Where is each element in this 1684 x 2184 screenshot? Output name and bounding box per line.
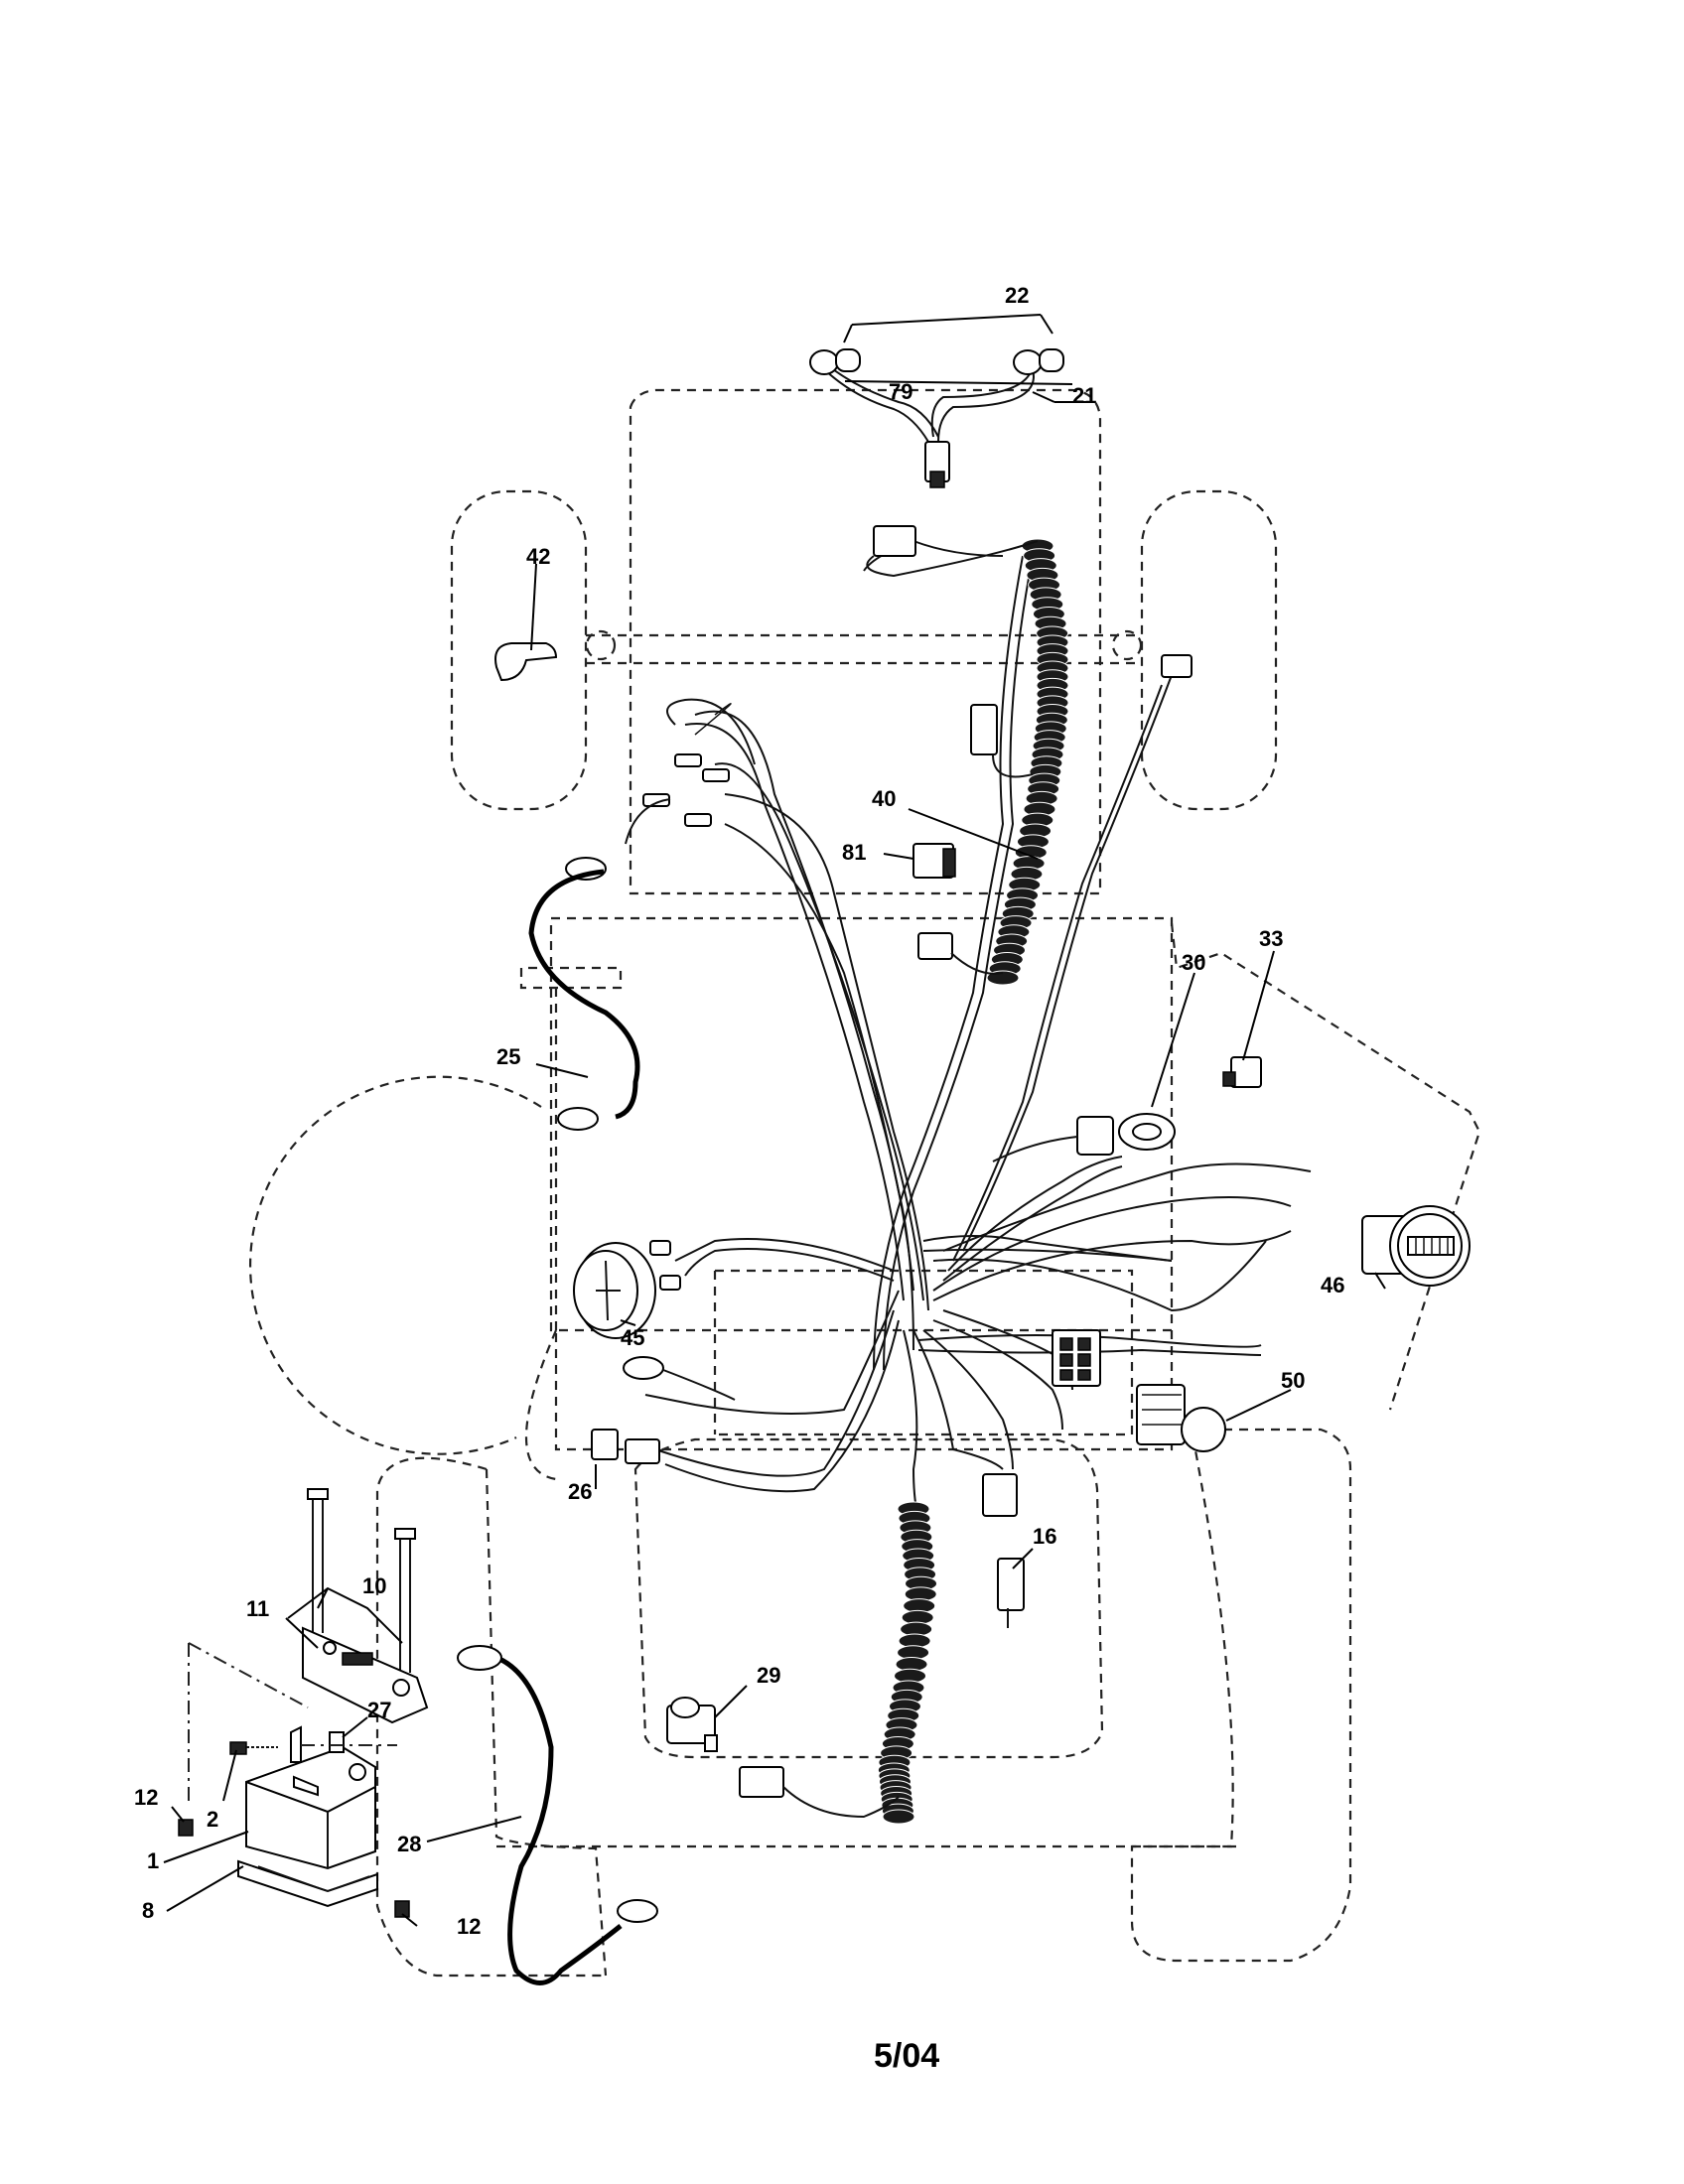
- ignition-switch-30: [992, 1113, 1176, 1162]
- callout-8: 8: [142, 1898, 154, 1923]
- hour-meter-46: [1361, 1205, 1471, 1287]
- callout-21: 21: [1072, 383, 1096, 408]
- callout-28: 28: [397, 1832, 421, 1856]
- callout-16: 16: [1033, 1524, 1056, 1549]
- connector-16: [982, 1473, 1025, 1628]
- callout-10: 10: [362, 1573, 386, 1598]
- callout-40: 40: [872, 786, 896, 811]
- callout-labels: 22 79 21 42 40 81 33 30 25 46 45 50 26 1…: [134, 283, 1344, 1939]
- callout-12-right: 12: [457, 1914, 481, 1939]
- battery-hold-down-rods-10: [307, 1488, 416, 1673]
- gauge-45: [573, 1240, 681, 1339]
- callout-45: 45: [621, 1325, 644, 1350]
- tractor-outline: [249, 388, 1481, 1978]
- left-front-terminals: [625, 753, 730, 845]
- callout-26: 26: [568, 1479, 592, 1504]
- callout-79: 79: [889, 379, 912, 404]
- battery-terminal-bolts: [229, 1725, 397, 1763]
- part-42-cap: [494, 642, 558, 682]
- battery-1: [245, 1745, 376, 1870]
- callout-12-left: 12: [134, 1785, 158, 1810]
- main-harness-wires: [644, 539, 1312, 1520]
- callout-42: 42: [526, 544, 550, 569]
- callout-29: 29: [757, 1663, 780, 1688]
- ground-cable-25: [528, 857, 640, 1131]
- callout-22: 22: [1005, 283, 1029, 308]
- nuts-12: [178, 1819, 410, 1918]
- battery-tray-8: [237, 1859, 378, 1908]
- callout-30: 30: [1182, 950, 1205, 975]
- battery-cable-28: [457, 1645, 658, 1985]
- callout-25: 25: [496, 1044, 520, 1069]
- callout-2: 2: [207, 1807, 218, 1832]
- fuse-26: [591, 1429, 660, 1464]
- battery-mount-outline: [188, 1642, 309, 1807]
- callout-27: 27: [367, 1698, 391, 1722]
- battery-hold-down-bracket-11: [302, 1626, 429, 1724]
- date-code: 5/04: [874, 2037, 939, 2075]
- headlight-assembly: [809, 348, 1064, 488]
- callout-11: 11: [246, 1596, 269, 1621]
- lower-coil-connector: [739, 1766, 900, 1819]
- six-pin-connector: [1052, 1329, 1101, 1387]
- callout-33: 33: [1259, 926, 1283, 951]
- relay-81: [912, 843, 956, 879]
- upper-harness-connectors: [866, 525, 1193, 975]
- ring-terminal-lower: [623, 1356, 736, 1401]
- part-33-switch: [1222, 1056, 1262, 1088]
- switch-29: [666, 1697, 718, 1752]
- callout-1: 1: [147, 1848, 159, 1873]
- callout-46: 46: [1321, 1273, 1344, 1297]
- pto-switch-50: [1136, 1384, 1226, 1452]
- coil-wrap: [882, 1809, 915, 1825]
- callout-50: 50: [1281, 1368, 1305, 1393]
- coil-lower-wraps: [877, 1501, 938, 1825]
- leader-lines: [163, 314, 1386, 1927]
- callout-81: 81: [842, 840, 866, 865]
